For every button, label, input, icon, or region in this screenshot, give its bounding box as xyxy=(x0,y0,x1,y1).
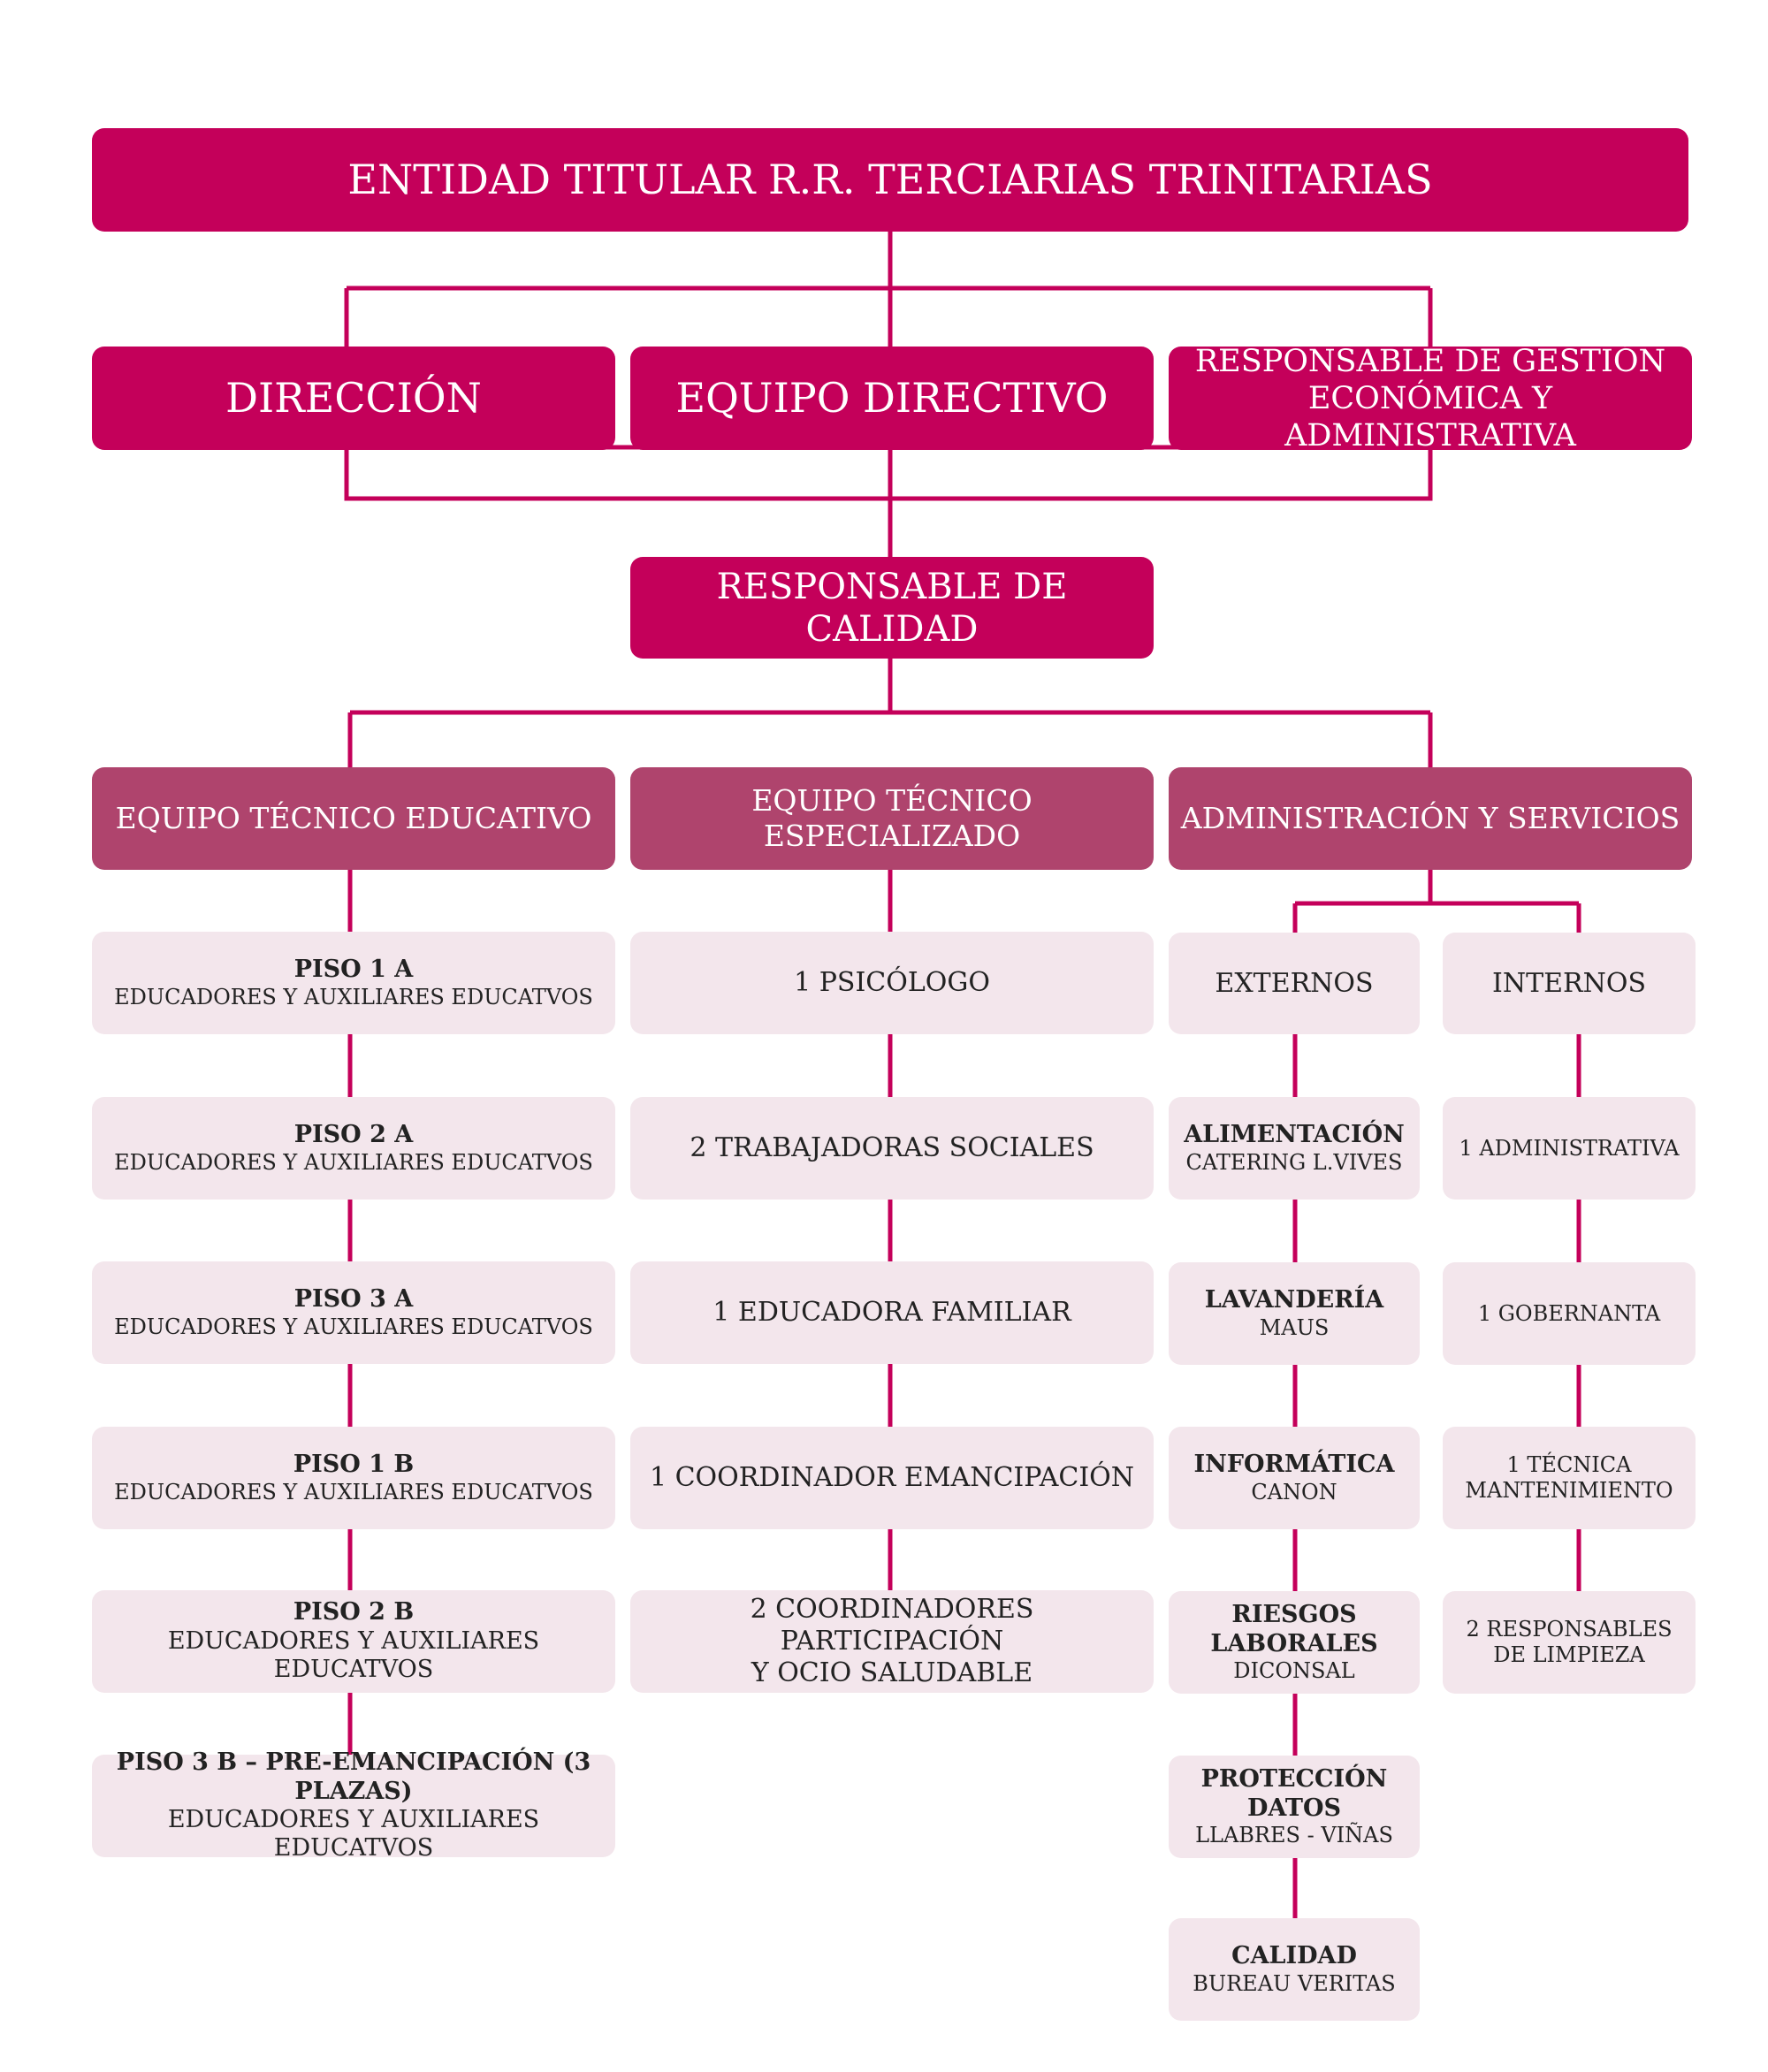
educativo-item: PISO 3 A EDUCADORES Y AUXILIARES EDUCATV… xyxy=(92,1261,615,1364)
equipo-tecnico-especializado-label: EQUIPO TÉCNICO ESPECIALIZADO xyxy=(751,783,1033,853)
internos-item-label: 1 GOBERNANTA xyxy=(1477,1300,1661,1326)
internos-label: INTERNOS xyxy=(1492,967,1646,999)
gestion-line-1: RESPONSABLE DE GESTIÓN xyxy=(1194,343,1666,379)
especializado-label-line-1: 2 COORDINADORES PARTICIPACIÓN xyxy=(750,1594,1034,1657)
internos-item-label: 1 ADMINISTRATIVA xyxy=(1459,1135,1680,1161)
administracion-servicios-label: ADMINISTRACIÓN Y SERVICIOS xyxy=(1180,801,1680,836)
internos-item-label-line-1: 1 TÉCNICA xyxy=(1506,1452,1632,1478)
especializado-label: 1 EDUCADORA FAMILIAR xyxy=(713,1297,1071,1328)
especializado-item: 1 COORDINADOR EMANCIPACIÓN xyxy=(630,1427,1154,1529)
direccion-label: DIRECCIÓN xyxy=(225,373,482,422)
gestion-line-2: ECONÓMICA Y ADMINISTRATIVA xyxy=(1284,380,1576,453)
especializado-item: 1 EDUCADORA FAMILIAR xyxy=(630,1261,1154,1364)
externos-item-title: LAVANDERÍA xyxy=(1204,1286,1384,1314)
entidad-titular-box: ENTIDAD TITULAR R.R. TERCIARIAS TRINITAR… xyxy=(92,128,1688,232)
equipo-tecnico-especializado-box: EQUIPO TÉCNICO ESPECIALIZADO xyxy=(630,767,1154,870)
externos-item-title: RIESGOS LABORALES xyxy=(1210,1601,1378,1657)
especializado-item: 2 TRABAJADORAS SOCIALES xyxy=(630,1097,1154,1200)
entidad-titular-label: ENTIDAD TITULAR R.R. TERCIARIAS TRINITAR… xyxy=(347,155,1433,203)
externos-item-title: ALIMENTACIÓN xyxy=(1184,1121,1405,1149)
externos-item-provider: CANON xyxy=(1251,1479,1337,1504)
administracion-servicios-box: ADMINISTRACIÓN Y SERVICIOS xyxy=(1169,767,1692,870)
especializado-label: 1 COORDINADOR EMANCIPACIÓN xyxy=(649,1462,1135,1493)
piso-title: PISO 2 B xyxy=(293,1598,415,1626)
piso-subtitle: EDUCADORES Y AUXILIARES EDUCATVOS xyxy=(167,1626,540,1684)
internos-item: 1 TÉCNICA MANTENIMIENTO xyxy=(1443,1427,1696,1529)
internos-item: 2 RESPONSABLES DE LIMPIEZA xyxy=(1443,1591,1696,1694)
equipo-directivo-box: EQUIPO DIRECTIVO xyxy=(630,347,1154,450)
piso-subtitle: EDUCADORES Y AUXILIARES EDUCATVOS xyxy=(114,1314,593,1339)
externos-item: INFORMÁTICA CANON xyxy=(1169,1427,1420,1529)
piso-subtitle: EDUCADORES Y AUXILIARES EDUCATVOS xyxy=(114,984,593,1009)
internos-item-label-line-2: MANTENIMIENTO xyxy=(1465,1478,1673,1503)
educativo-item: PISO 2 B EDUCADORES Y AUXILIARES EDUCATV… xyxy=(92,1590,615,1693)
especializado-item: 1 PSICÓLOGO xyxy=(630,932,1154,1034)
equipo-directivo-label: EQUIPO DIRECTIVO xyxy=(675,373,1109,422)
piso-subtitle: EDUCADORES Y AUXILIARES EDUCATVOS xyxy=(114,1149,593,1175)
piso-title: PISO 1 B xyxy=(293,1451,415,1479)
externos-item-provider: DICONSAL xyxy=(1233,1657,1355,1683)
especializado-item: 2 COORDINADORES PARTICIPACIÓN Y OCIO SAL… xyxy=(630,1590,1154,1693)
internos-item-label-line-2: DE LIMPIEZA xyxy=(1493,1642,1645,1667)
externos-item: LAVANDERÍA MAUS xyxy=(1169,1262,1420,1365)
externos-item-title: INFORMÁTICA xyxy=(1193,1451,1395,1479)
piso-title: PISO 1 A xyxy=(293,956,414,984)
externos-item-provider: CATERING L.VIVES xyxy=(1185,1149,1403,1175)
piso-subtitle: EDUCADORES Y AUXILIARES EDUCATVOS xyxy=(167,1806,540,1863)
responsable-calidad-label: RESPONSABLE DE CALIDAD xyxy=(716,566,1068,650)
externos-label: EXTERNOS xyxy=(1215,967,1374,999)
internos-item: 1 ADMINISTRATIVA xyxy=(1443,1097,1696,1200)
externos-item: RIESGOS LABORALES DICONSAL xyxy=(1169,1591,1420,1694)
equipo-tecnico-educativo-box: EQUIPO TÉCNICO EDUCATIVO xyxy=(92,767,615,870)
gestion-economica-box: RESPONSABLE DE GESTIÓN ECONÓMICA Y ADMIN… xyxy=(1169,344,1692,453)
externos-box: EXTERNOS xyxy=(1169,933,1420,1034)
internos-item: 1 GOBERNANTA xyxy=(1443,1262,1696,1365)
piso-title: PISO 3 B – PRE-EMANCIPACIÓN (3 PLAZAS) xyxy=(116,1748,591,1805)
especializado-label-line-2: Y OCIO SALUDABLE xyxy=(751,1657,1033,1688)
externos-item-title: PROTECCIÓN DATOS xyxy=(1200,1765,1388,1822)
piso-title: PISO 3 A xyxy=(293,1285,414,1314)
externos-item: CALIDAD BUREAU VERITAS xyxy=(1169,1918,1420,2021)
direccion-box: DIRECCIÓN xyxy=(92,347,615,450)
educativo-item: PISO 2 A EDUCADORES Y AUXILIARES EDUCATV… xyxy=(92,1097,615,1200)
responsable-calidad-box: RESPONSABLE DE CALIDAD xyxy=(630,557,1154,659)
externos-item: PROTECCIÓN DATOS LLABRES - VIÑAS xyxy=(1169,1756,1420,1858)
equipo-tecnico-educativo-label: EQUIPO TÉCNICO EDUCATIVO xyxy=(115,801,592,836)
educativo-item: PISO 3 B – PRE-EMANCIPACIÓN (3 PLAZAS) E… xyxy=(92,1748,615,1862)
externos-item: ALIMENTACIÓN CATERING L.VIVES xyxy=(1169,1097,1420,1200)
externos-item-provider: BUREAU VERITAS xyxy=(1193,1970,1396,1996)
internos-box: INTERNOS xyxy=(1443,933,1696,1034)
especializado-label: 1 PSICÓLOGO xyxy=(794,967,990,998)
educativo-item: PISO 1 A EDUCADORES Y AUXILIARES EDUCATV… xyxy=(92,932,615,1034)
piso-subtitle: EDUCADORES Y AUXILIARES EDUCATVOS xyxy=(114,1479,593,1504)
externos-item-provider: LLABRES - VIÑAS xyxy=(1195,1822,1393,1847)
internos-item-label-line-1: 2 RESPONSABLES xyxy=(1466,1617,1673,1642)
externos-item-title: CALIDAD xyxy=(1231,1942,1357,1970)
especializado-label: 2 TRABAJADORAS SOCIALES xyxy=(690,1132,1094,1163)
piso-title: PISO 2 A xyxy=(293,1121,414,1149)
externos-item-provider: MAUS xyxy=(1259,1314,1330,1340)
educativo-item: PISO 1 B EDUCADORES Y AUXILIARES EDUCATV… xyxy=(92,1427,615,1529)
